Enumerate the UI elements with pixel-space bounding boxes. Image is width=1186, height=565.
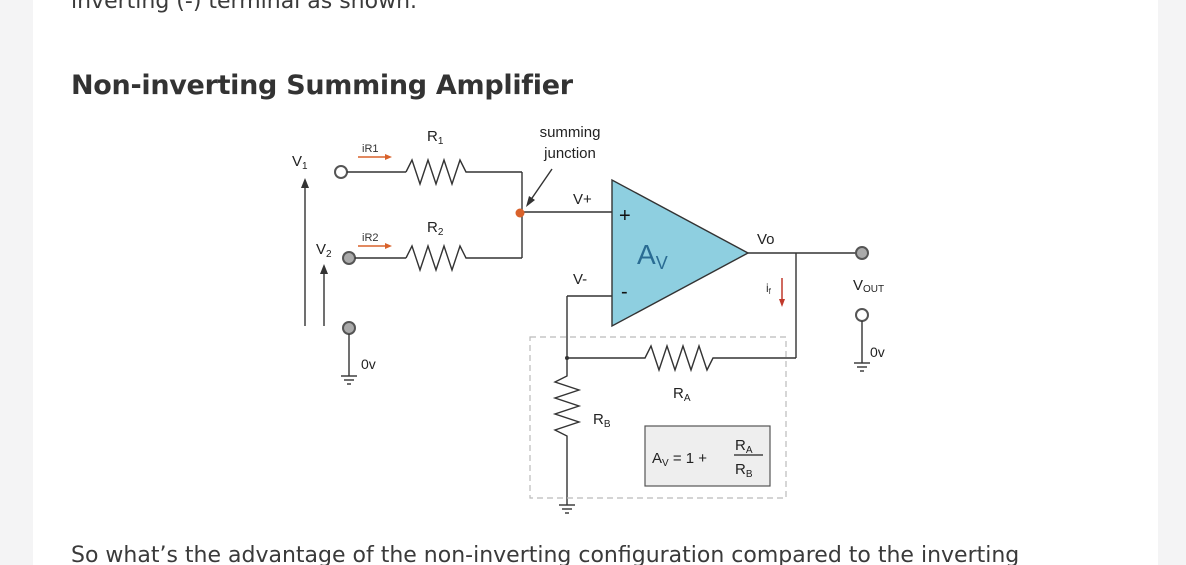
svg-text:RA: RA xyxy=(735,437,753,456)
vplus-label: V+ xyxy=(573,191,592,208)
ra-label: R xyxy=(673,385,684,402)
r1-resistor xyxy=(405,157,522,187)
paragraph-text-top: inverting (-) terminal as shown. xyxy=(71,0,418,14)
v2-label: V xyxy=(316,241,326,258)
v1-terminal xyxy=(334,165,348,179)
formula-lhs: A xyxy=(652,450,662,467)
feedback-network-box xyxy=(529,336,787,499)
svg-text:V1: V1 xyxy=(292,153,308,172)
v1-label: V xyxy=(292,153,302,170)
vminus-label: V- xyxy=(573,271,587,288)
ov-label-right: 0v xyxy=(870,344,885,360)
rb-resistor xyxy=(552,358,582,505)
formula-numerator: R xyxy=(735,437,746,454)
svg-text:if: if xyxy=(766,281,772,296)
r2-resistor xyxy=(405,243,522,273)
minus-sign: - xyxy=(621,281,628,303)
svg-text:R2: R2 xyxy=(427,219,444,238)
ground-terminal-right xyxy=(855,308,869,322)
ov-label-left: 0v xyxy=(361,356,376,372)
ra-resistor xyxy=(567,343,796,373)
svg-text:RA: RA xyxy=(673,385,691,404)
summing-junction-label-2: junction xyxy=(543,145,596,162)
ground-terminal-left xyxy=(342,321,356,335)
svg-text:AV = 1 +: AV = 1 + xyxy=(652,450,707,469)
gain-formula-box xyxy=(644,425,771,487)
summing-junction-dot xyxy=(515,208,525,218)
vo-label: Vo xyxy=(757,231,775,248)
av-label: A xyxy=(637,239,656,270)
svg-text:RB: RB xyxy=(735,461,753,480)
vout-terminal xyxy=(855,246,869,260)
paragraph-text-bottom: So what’s the advantage of the non-inver… xyxy=(71,543,1020,565)
svg-text:R1: R1 xyxy=(427,128,444,147)
article-card: inverting (-) terminal as shown. Non-inv… xyxy=(33,0,1158,565)
circuit-diagram: V1 iR1 R1 V2 iR2 R2 0v xyxy=(292,124,885,514)
if-label: i xyxy=(766,281,769,295)
ir1-label: iR1 xyxy=(362,143,379,155)
svg-text:AV: AV xyxy=(637,239,668,273)
ir2-label: iR2 xyxy=(362,232,379,244)
summing-junction-label-1: summing xyxy=(540,124,601,141)
svg-text:VOUT: VOUT xyxy=(853,277,884,295)
svg-text:RB: RB xyxy=(593,411,611,430)
section-heading: Non-inverting Summing Amplifier xyxy=(71,70,573,101)
v2-terminal xyxy=(342,251,356,265)
vout-label: V xyxy=(853,277,863,294)
op-amp-triangle xyxy=(611,178,750,328)
rb-label: R xyxy=(593,411,604,428)
svg-text:V2: V2 xyxy=(316,241,332,260)
r2-label: R xyxy=(427,219,438,236)
plus-sign: + xyxy=(619,205,631,227)
r1-label: R xyxy=(427,128,438,145)
formula-denominator: R xyxy=(735,461,746,478)
